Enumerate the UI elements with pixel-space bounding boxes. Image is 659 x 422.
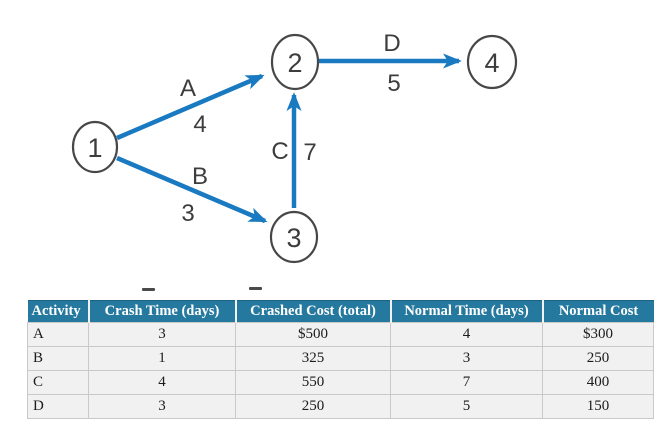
cell-crash-time: 3 [88,394,236,419]
cell-crashed-cost: 325 [235,346,391,371]
cell-normal-cost: 150 [542,394,654,419]
table-row-c: C 4 550 7 400 [27,370,654,395]
cropped-text-remnant [249,287,262,290]
column-header-normal-cost: Normal Cost [541,300,654,323]
cell-normal-cost: 250 [542,346,654,371]
edge-d-duration: 5 [387,70,400,97]
edge-d-label: D [383,30,400,57]
cell-crash-time: 1 [88,346,236,371]
crash-cost-table: Activity Crash Time (days) Crashed Cost … [27,300,654,419]
edge-b-label: B [192,163,208,190]
edge-a-duration: 4 [193,111,206,138]
cell-crash-time: 4 [88,370,236,395]
crash-cost-table-container: Activity Crash Time (days) Crashed Cost … [27,300,654,419]
cell-crashed-cost: 550 [235,370,391,395]
node-3-circle [269,210,319,264]
cell-activity: B [27,346,89,371]
edge-b-arrow [116,155,268,224]
table-header-row: Activity Crash Time (days) Crashed Cost … [27,300,654,323]
node-4-circle [466,34,518,90]
edge-b-duration: 3 [181,200,194,227]
cell-activity: D [27,394,89,419]
cell-normal-time: 3 [390,346,543,371]
node-3-label: 3 [286,223,301,253]
cell-activity: A [27,322,89,347]
column-header-crash-time: Crash Time (days) [87,300,236,323]
cell-crashed-cost: 250 [235,394,391,419]
column-header-normal-time: Normal Time (days) [389,300,543,323]
node-1-label: 1 [87,133,102,163]
cell-normal-time: 7 [390,370,543,395]
node-2-circle [270,33,320,91]
table-row-a: A 3 $500 4 $300 [27,322,654,347]
node-1-circle [71,120,119,174]
column-header-activity: Activity [27,300,89,323]
cell-crashed-cost: $500 [235,322,391,347]
cell-normal-time: 4 [390,322,543,347]
cell-normal-cost: $300 [542,322,654,347]
edge-a-label: A [180,75,196,102]
table-row-b: B 1 325 3 250 [27,346,654,371]
cell-activity: C [27,370,89,395]
table-row-d: D 3 250 5 150 [27,394,654,419]
edge-c-duration: 7 [303,139,316,166]
node-4-label: 4 [484,48,499,78]
edge-c-label: C [271,138,288,165]
column-header-crashed-cost: Crashed Cost (total) [234,300,391,323]
cell-crash-time: 3 [88,322,236,347]
cell-normal-cost: 400 [542,370,654,395]
edge-a-arrow [116,73,265,141]
activity-network-diagram: A 4 B 3 C 7 D 5 1 2 3 4 [71,30,518,291]
cell-normal-time: 5 [390,394,543,419]
cropped-text-remnant [142,288,155,291]
node-2-label: 2 [287,48,302,78]
